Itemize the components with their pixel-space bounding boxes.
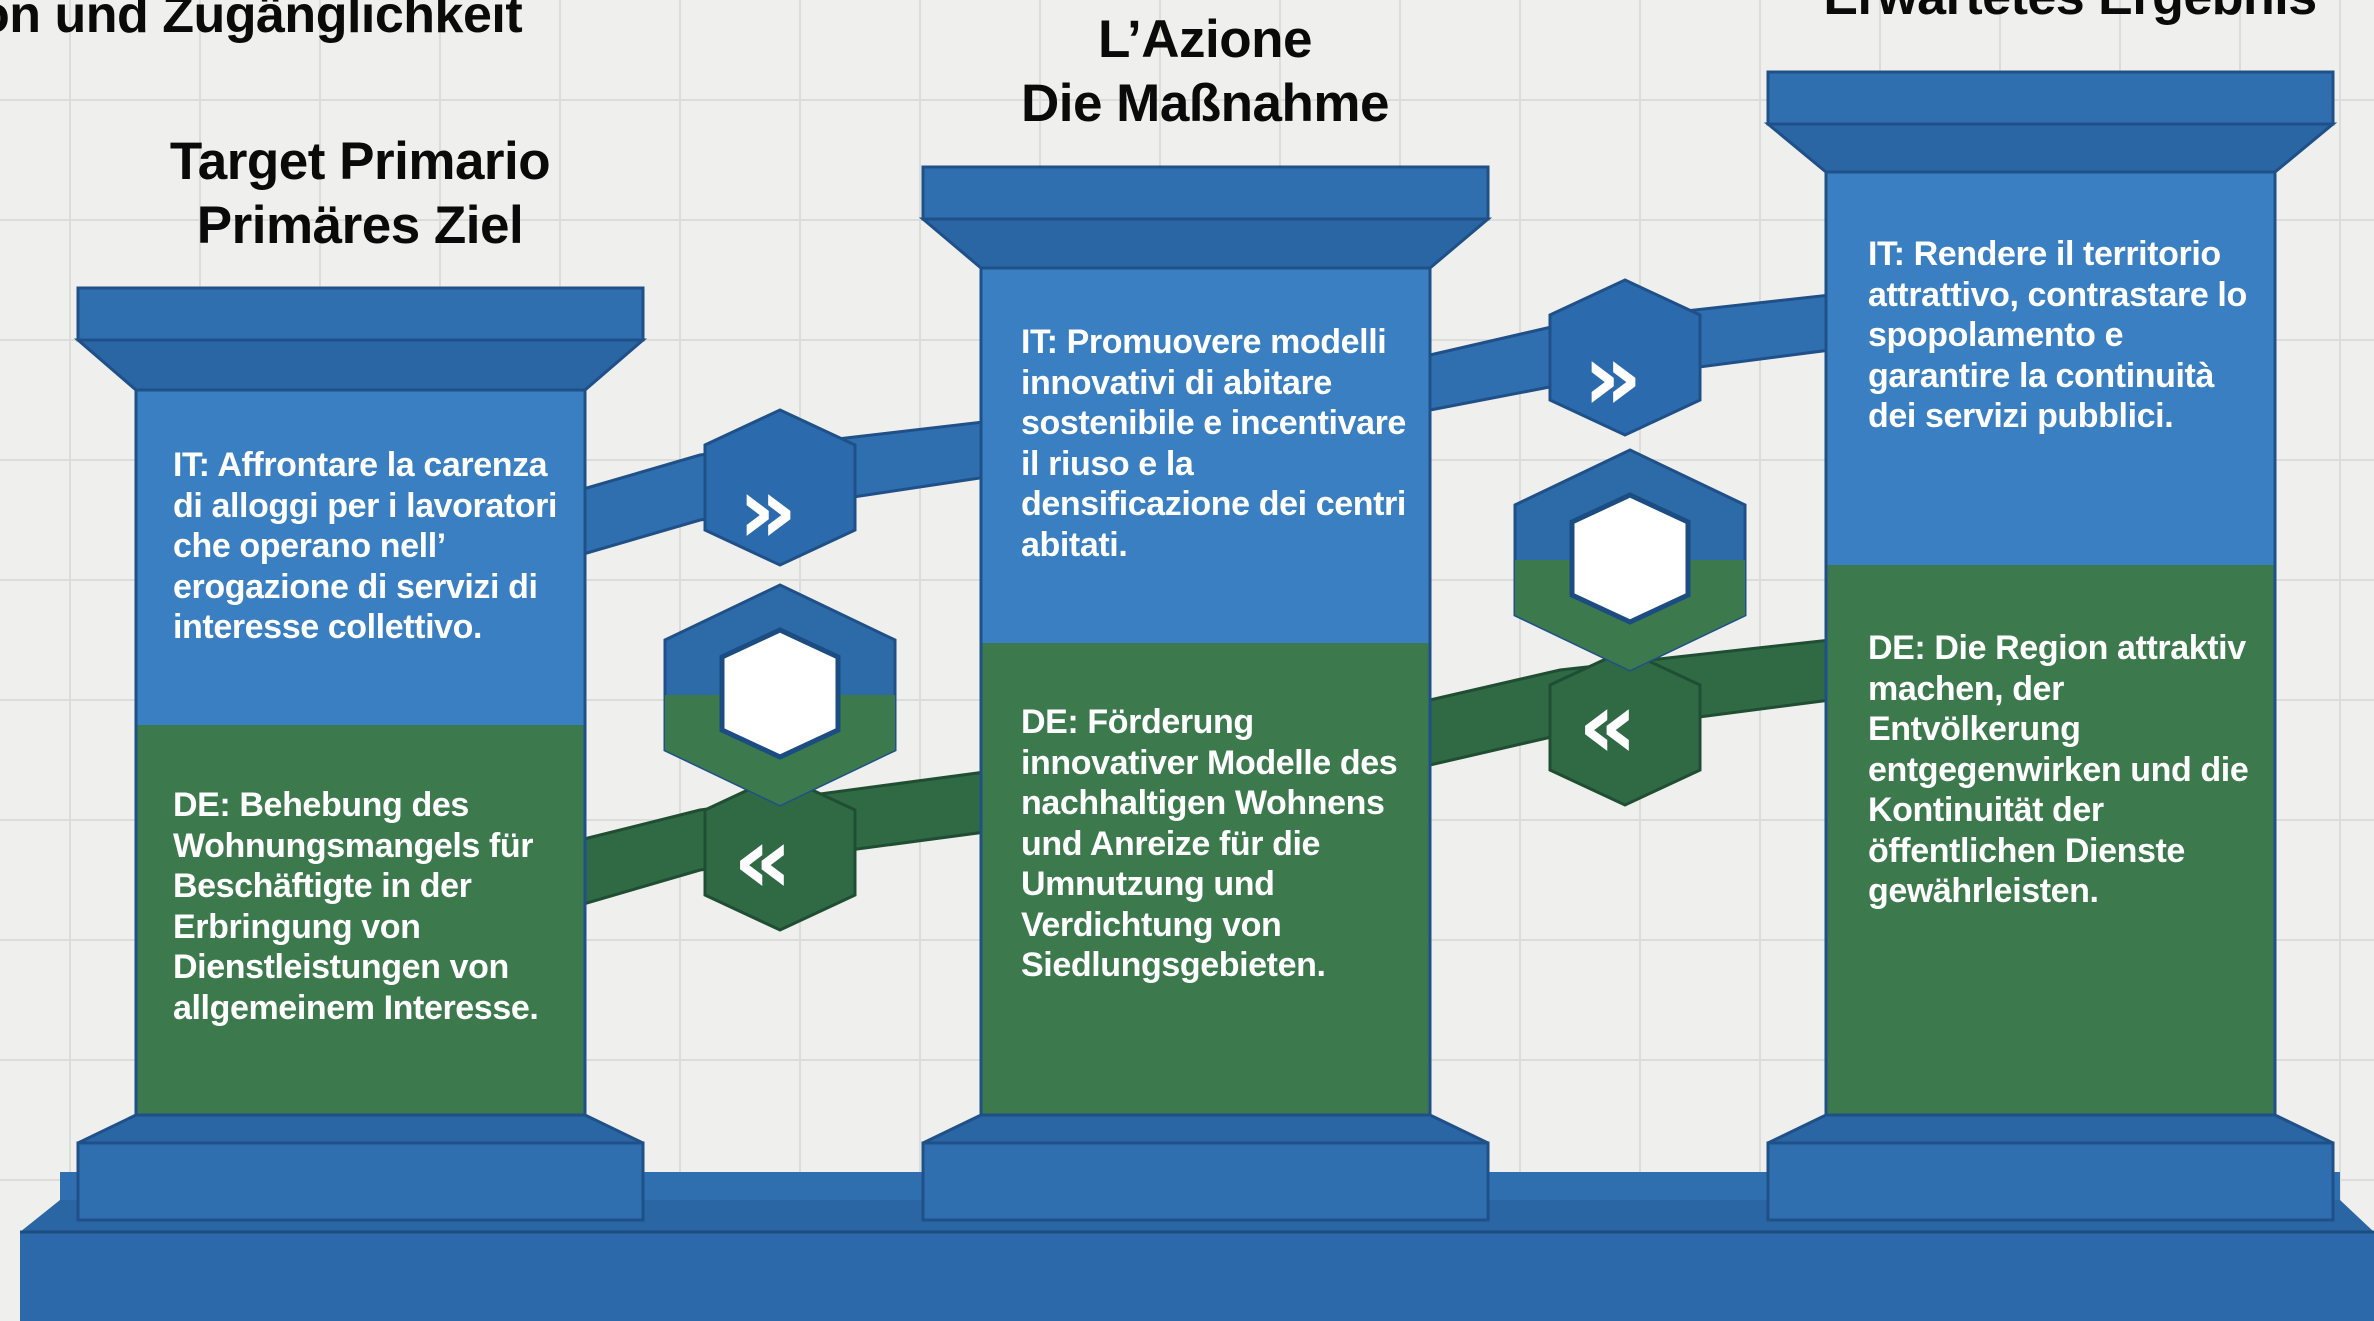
pillar-3-it-text: IT: Rendere il territorio attrattivo, co… xyxy=(1868,235,2247,435)
header-expected-result: Erwartetes Ergebnis xyxy=(1720,0,2374,28)
pillar-3-de-text: DE: Die Region attraktiv machen, der Ent… xyxy=(1868,629,2249,910)
backward-arrow-icon-1: « xyxy=(733,807,793,914)
pillar-2-it-text: IT: Promuovere modelli innovativi di abi… xyxy=(1021,323,1406,564)
pillar-2 xyxy=(918,165,1493,1222)
pillar-1-it-text: IT: Affrontare la carenza di alloggi per… xyxy=(173,446,558,646)
connector-1 xyxy=(663,408,897,932)
pillar-1 xyxy=(73,286,648,1222)
header-action: L’Azione Die Maßnahme xyxy=(955,8,1455,135)
header-primary-target: Target Primario Primäres Ziel xyxy=(110,130,610,257)
forward-arrow-icon-1: » xyxy=(738,457,798,564)
header-primary-target-it: Target Primario xyxy=(169,132,551,191)
pillar-1-de-text: DE: Behebung des Wohnungsmangels für Bes… xyxy=(173,786,539,1027)
header-primary-target-de: Primäres Ziel xyxy=(196,195,524,255)
header-action-it: L’Azione xyxy=(1098,10,1312,69)
header-left-partial: on und Zugänglichkeit xyxy=(0,0,678,46)
pillar-3 xyxy=(1763,70,2338,1222)
pillar-2-de-text: DE: Förderung innovativer Modelle des na… xyxy=(1021,703,1398,984)
connector-2 xyxy=(1513,278,1747,807)
header-expected-result-text: Erwartetes Ergebnis xyxy=(1720,0,2374,28)
header-action-de: Die Maßnahme xyxy=(1020,73,1390,133)
backward-arrow-icon-2: « xyxy=(1578,672,1638,779)
header-left-partial-text: on und Zugänglichkeit xyxy=(0,0,523,44)
forward-arrow-icon-2: » xyxy=(1583,324,1643,431)
